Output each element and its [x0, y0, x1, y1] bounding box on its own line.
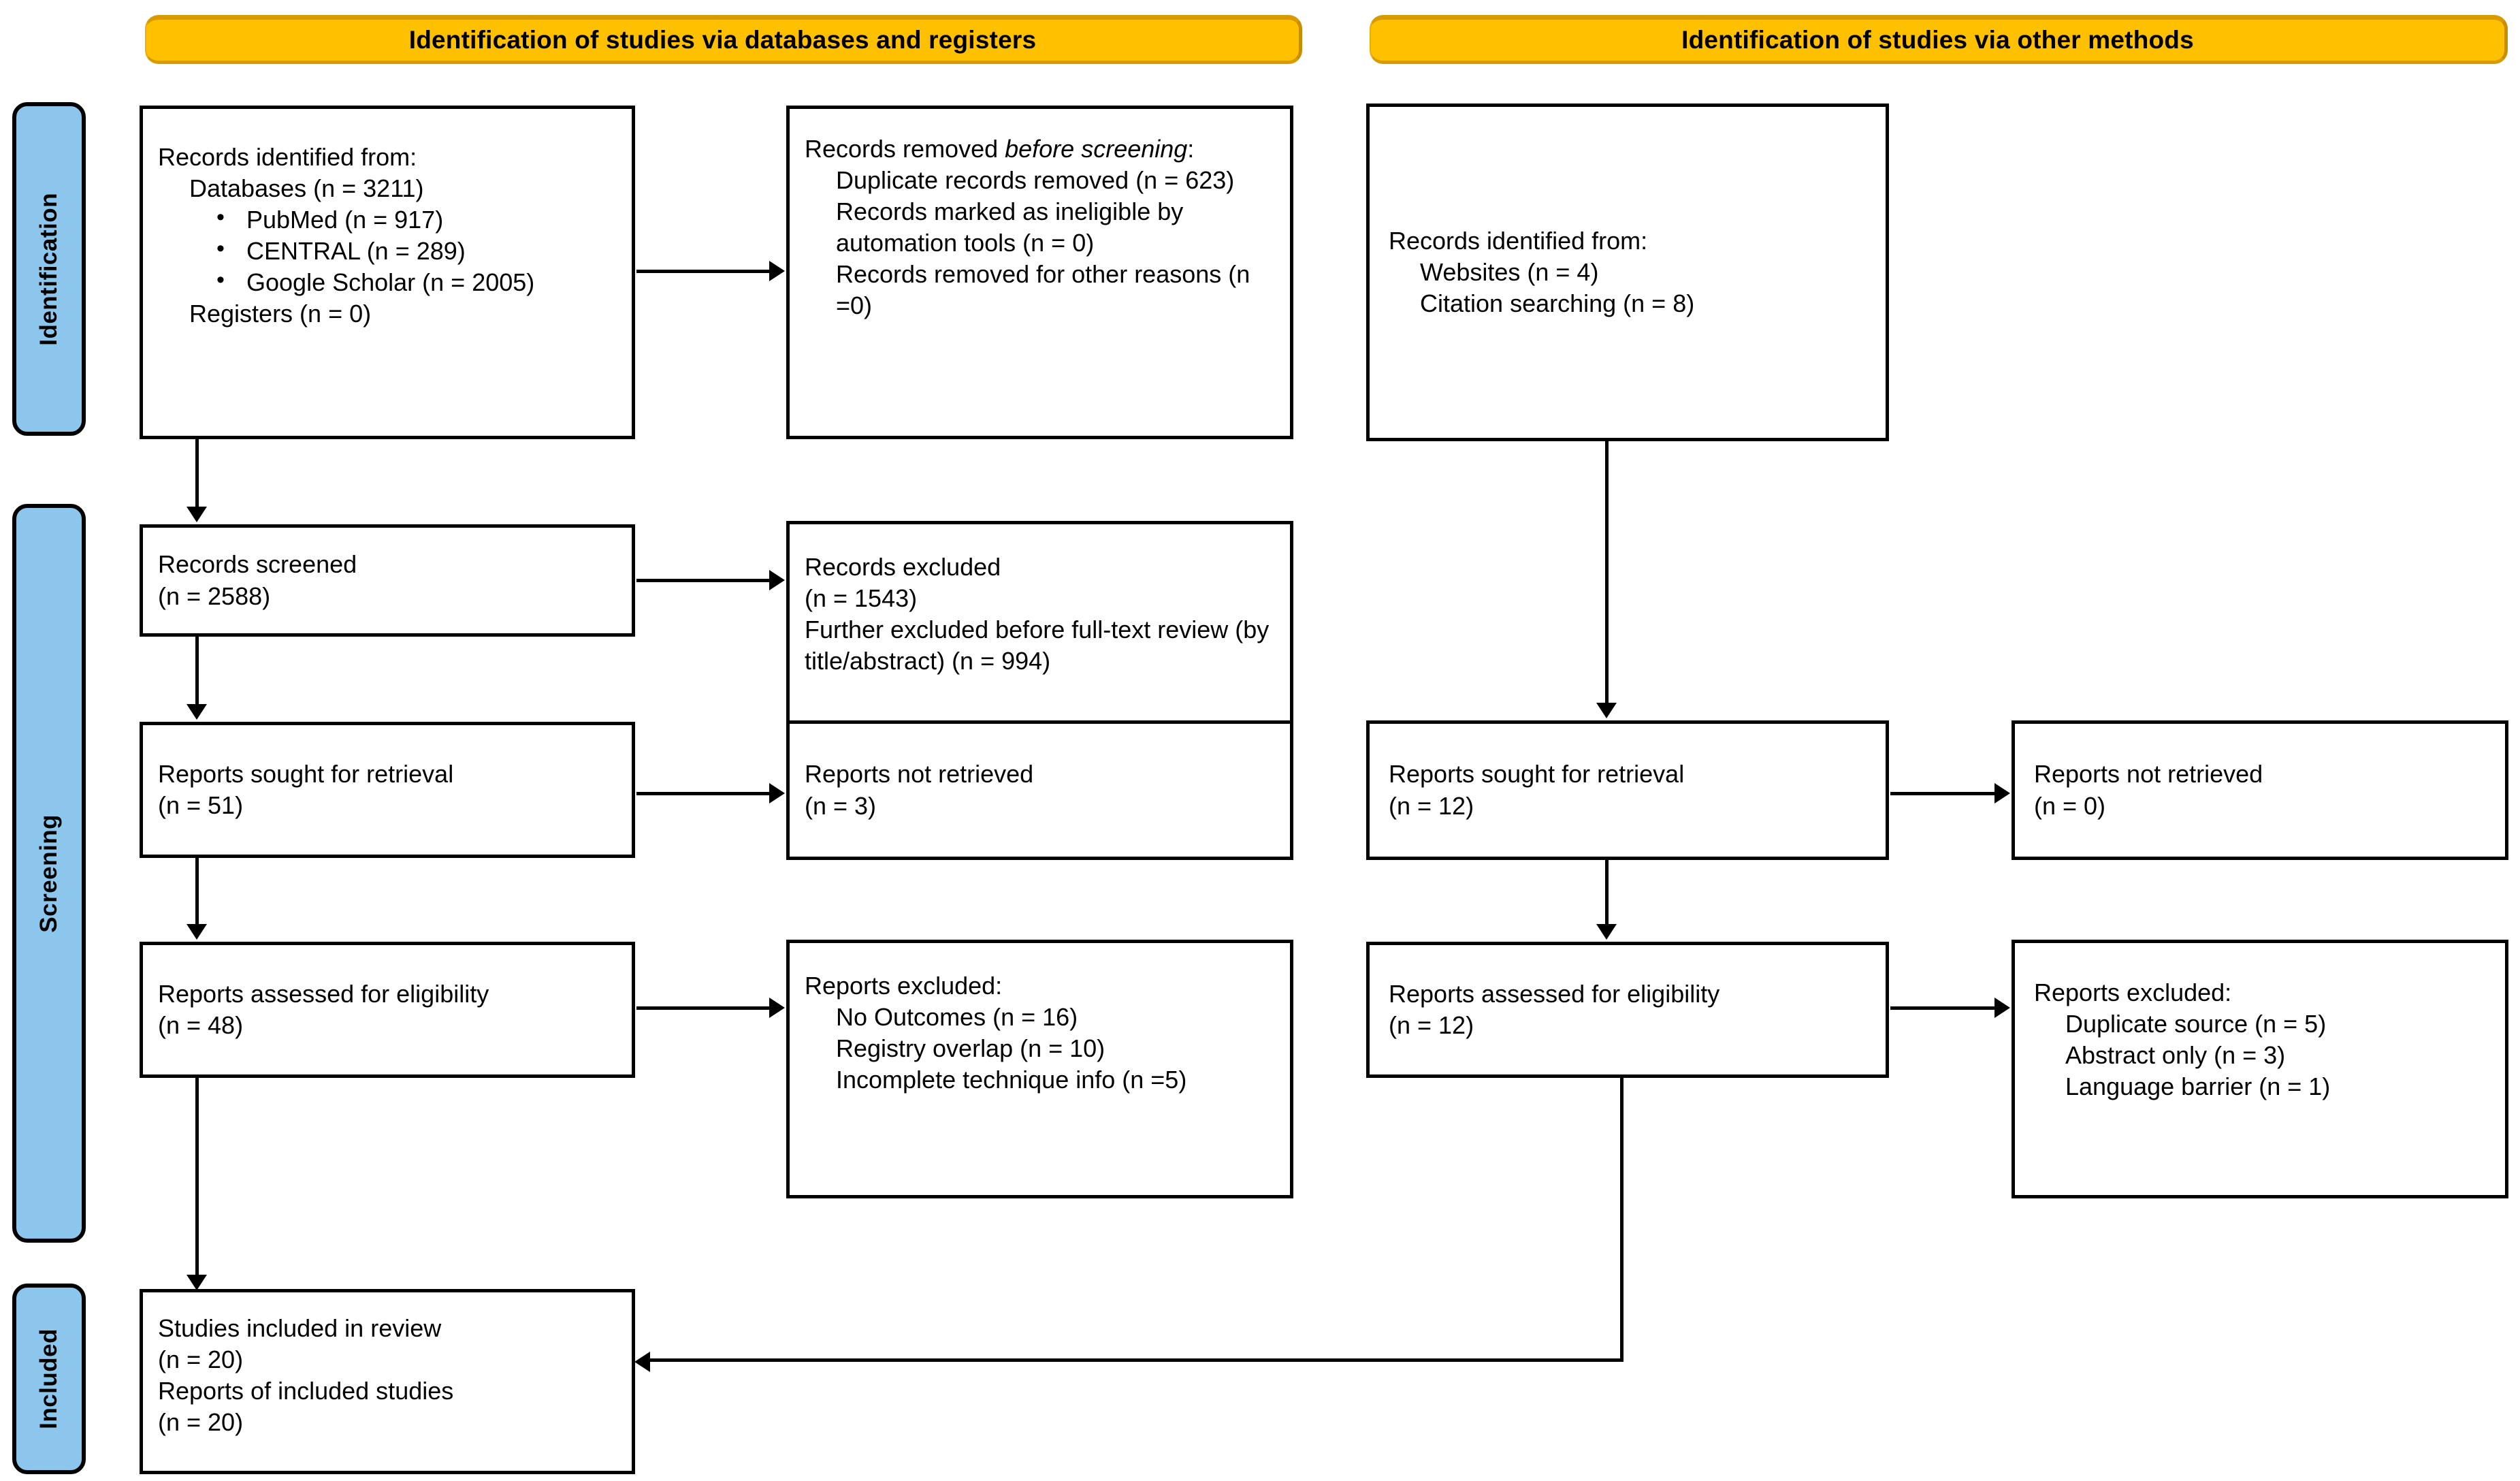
records-identified-other-title: Records identified from:	[1389, 226, 1648, 255]
arrowhead-sought-to-notretrieved-left	[769, 783, 785, 803]
box-reports-not-retrieved-left: Reports not retrieved (n = 3)	[786, 720, 1293, 860]
records-screened-count: (n = 2588)	[158, 582, 271, 610]
arrowhead-identified-to-removed	[769, 261, 785, 281]
reports-excluded-right-item-duplicate-source: Duplicate source (n = 5)	[2065, 1010, 2327, 1038]
phase-header-other-methods-label: Identification of studies via other meth…	[1681, 26, 2194, 54]
box-reports-assessed-left: Reports assessed for eligibility (n = 48…	[140, 942, 635, 1078]
arrowhead-screened-to-sought	[187, 704, 207, 720]
box-records-screened: Records screened (n = 2588)	[140, 524, 635, 637]
records-excluded-further: Further excluded before full-text review…	[805, 616, 1276, 675]
records-removed-title-colon: :	[1187, 135, 1195, 163]
records-identified-bullets: PubMed (n = 917) CENTRAL (n = 289) Googl…	[158, 203, 617, 298]
reports-not-retrieved-left-count: (n = 3)	[805, 791, 877, 820]
reports-excluded-right-title: Reports excluded:	[2034, 978, 2232, 1006]
connector-other-to-sought-right	[1605, 441, 1609, 705]
reports-not-retrieved-right-count: (n = 0)	[2034, 791, 2106, 820]
records-identified-databases: Databases (n = 3211)	[189, 174, 424, 203]
records-screened-label: Records screened	[158, 550, 357, 579]
reports-excluded-left-title: Reports excluded:	[805, 972, 1003, 1000]
arrowhead-right-to-included	[634, 1352, 650, 1372]
reports-excluded-left-item-no-outcomes: No Outcomes (n = 16)	[836, 1003, 1078, 1032]
reports-assessed-left-count: (n = 48)	[158, 1011, 244, 1039]
records-excluded-count: (n = 1543)	[805, 584, 918, 613]
list-item: Google Scholar (n = 2005)	[216, 266, 617, 298]
records-removed-title-plain: Records removed	[805, 135, 1005, 163]
reports-sought-right-label: Reports sought for retrieval	[1389, 760, 1685, 789]
connector-right-to-included-horizontal	[650, 1358, 1624, 1362]
records-removed-item-duplicate: Duplicate records removed (n = 623)	[836, 166, 1235, 195]
reports-not-retrieved-left-label: Reports not retrieved	[805, 760, 1034, 789]
stage-label-included: Included	[12, 1284, 86, 1474]
connector-sought-to-assessed-right	[1605, 860, 1609, 927]
box-records-identified-other: Records identified from: Websites (n = 4…	[1366, 103, 1889, 441]
box-reports-excluded-left: Reports excluded: No Outcomes (n = 16) R…	[786, 940, 1293, 1198]
records-identified-registers: Registers (n = 0)	[189, 300, 372, 328]
records-identified-other-citation: Citation searching (n = 8)	[1420, 289, 1695, 318]
connector-assessed-to-excluded-left	[636, 1006, 771, 1010]
list-item: PubMed (n = 917)	[216, 203, 617, 236]
reports-assessed-right-count: (n = 12)	[1389, 1011, 1474, 1039]
records-identified-other-websites: Websites (n = 4)	[1420, 257, 1599, 286]
records-identified-title: Records identified from:	[158, 143, 417, 171]
reports-excluded-right-item-abstract-only: Abstract only (n = 3)	[2065, 1041, 2286, 1070]
reports-sought-left-count: (n = 51)	[158, 791, 244, 819]
arrowhead-sought-to-notretrieved-right	[1994, 783, 2010, 803]
reports-assessed-left-label: Reports assessed for eligibility	[158, 979, 489, 1008]
stage-label-screening: Screening	[12, 504, 86, 1243]
reports-sought-left-label: Reports sought for retrieval	[158, 759, 454, 788]
reports-assessed-right-label: Reports assessed for eligibility	[1389, 979, 1720, 1008]
stage-label-identification-text: Identification	[35, 192, 62, 346]
arrowhead-screened-to-excluded	[769, 570, 785, 590]
connector-sought-to-notretrieved-left	[636, 792, 771, 795]
connector-assessed-to-excluded-right	[1890, 1006, 1997, 1010]
phase-header-other-methods: Identification of studies via other meth…	[1370, 15, 2508, 64]
arrowhead-assessed-to-excluded-right	[1994, 998, 2010, 1018]
reports-of-included-studies-label: Reports of included studies	[158, 1377, 454, 1405]
arrowhead-sought-to-assessed-right	[1596, 924, 1617, 940]
arrowhead-sought-to-assessed-left	[187, 924, 207, 940]
box-records-removed-before-screening: Records removed before screening: Duplic…	[786, 106, 1293, 439]
box-reports-excluded-right: Reports excluded: Duplicate source (n = …	[2012, 940, 2508, 1198]
box-records-identified: Records identified from: Databases (n = …	[140, 106, 635, 439]
box-reports-not-retrieved-right: Reports not retrieved (n = 0)	[2012, 720, 2508, 860]
connector-sought-to-notretrieved-right	[1890, 792, 1997, 795]
arrowhead-other-to-sought-right	[1596, 703, 1617, 718]
reports-excluded-left-item-incomplete-technique: Incomplete technique info (n =5)	[836, 1066, 1187, 1094]
box-reports-assessed-right: Reports assessed for eligibility (n = 12…	[1366, 942, 1889, 1078]
arrowhead-assessed-to-excluded-left	[769, 998, 785, 1018]
stage-label-identification: Identification	[12, 102, 86, 436]
records-excluded-label: Records excluded	[805, 553, 1001, 581]
connector-sought-to-assessed-left	[195, 858, 199, 927]
connector-screened-to-excluded	[636, 579, 771, 582]
studies-included-label: Studies included in review	[158, 1314, 442, 1342]
box-records-excluded: Records excluded (n = 1543) Further excl…	[786, 521, 1293, 742]
connector-right-to-included-vertical	[1620, 1078, 1624, 1360]
reports-excluded-right-item-language-barrier: Language barrier (n = 1)	[2065, 1072, 2331, 1101]
list-item: CENTRAL (n = 289)	[216, 234, 617, 267]
arrowhead-assessed-to-included	[187, 1275, 207, 1290]
connector-identified-to-removed	[636, 270, 771, 273]
box-studies-included: Studies included in review (n = 20) Repo…	[140, 1289, 635, 1474]
box-reports-sought-right: Reports sought for retrieval (n = 12)	[1366, 720, 1889, 860]
reports-sought-right-count: (n = 12)	[1389, 791, 1474, 820]
connector-assessed-to-included	[195, 1078, 199, 1279]
connector-screened-to-sought	[195, 637, 199, 708]
records-removed-item-automation: Records marked as ineligible by automati…	[836, 197, 1191, 257]
records-removed-title: Records removed before screening:	[805, 133, 1275, 165]
stage-label-included-text: Included	[35, 1328, 62, 1429]
box-reports-sought-left: Reports sought for retrieval (n = 51)	[140, 722, 635, 858]
records-removed-title-italic: before screening	[1005, 135, 1188, 163]
reports-excluded-left-item-registry-overlap: Registry overlap (n = 10)	[836, 1034, 1105, 1063]
connector-identified-to-screened	[195, 439, 199, 511]
phase-header-databases: Identification of studies via databases …	[145, 15, 1302, 64]
studies-included-count: (n = 20)	[158, 1345, 244, 1374]
stage-label-screening-text: Screening	[35, 814, 62, 933]
reports-of-included-studies-count: (n = 20)	[158, 1408, 244, 1437]
reports-not-retrieved-right-label: Reports not retrieved	[2034, 760, 2263, 789]
phase-header-databases-label: Identification of studies via databases …	[408, 26, 1037, 54]
arrowhead-identified-to-screened	[187, 507, 207, 522]
records-removed-item-other: Records removed for other reasons (n =0)	[836, 260, 1257, 320]
